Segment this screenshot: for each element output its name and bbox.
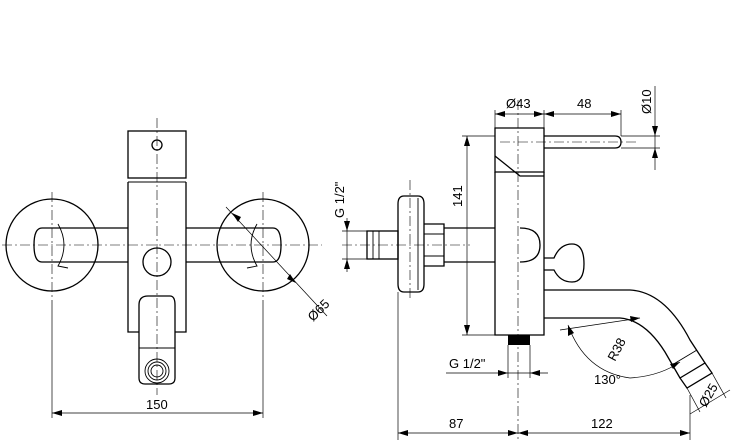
dimension-label-inlet-thread: G 1/2" [332, 181, 347, 218]
arrowhead [253, 410, 263, 416]
arrowhead [680, 430, 690, 436]
dimension-label-R38: R38 [604, 335, 628, 363]
dimension-label-43: Ø43 [506, 96, 531, 111]
spout-band [671, 349, 698, 366]
dimension-label-outlet-thread: G 1/2" [449, 356, 486, 371]
rosette-side [397, 195, 425, 293]
arrowhead [611, 111, 621, 117]
dimension-label-122: 122 [591, 416, 613, 431]
cartridge-housing [494, 127, 545, 173]
arrowhead [534, 111, 544, 117]
dimension-label-48: 48 [577, 96, 591, 111]
arrowhead [530, 370, 540, 376]
arrowhead [495, 111, 505, 117]
dimension-label-87: 87 [449, 416, 463, 431]
radius-leader [559, 317, 641, 331]
right-arm-bend [246, 223, 258, 269]
nut [424, 223, 445, 267]
left-rosette [5, 198, 99, 292]
arrowhead [344, 259, 350, 269]
lever-cap [127, 130, 187, 179]
outlet-thread [508, 335, 530, 345]
side-view: Ø43 48 Ø10 141 G 1/2" G 1/2" R38 [332, 86, 731, 440]
lever-screw [151, 139, 163, 151]
arrowhead [568, 325, 574, 336]
arrowhead [544, 111, 554, 117]
aerator-inner [150, 364, 164, 378]
arrowhead [652, 126, 658, 136]
arrowhead [287, 274, 296, 283]
arrowhead [464, 136, 470, 146]
aerator-outer [144, 358, 170, 384]
diverter-knob-side [544, 243, 585, 283]
leader-line-65 [225, 206, 328, 317]
arrowhead [344, 221, 350, 231]
body-side [494, 172, 545, 336]
mixer-body [127, 182, 187, 333]
arrowhead [630, 316, 640, 322]
dimension-label-65: Ø65 [305, 296, 333, 324]
front-view: 150 Ø65 [2, 118, 333, 418]
arrowhead [518, 430, 528, 436]
left-arm [33, 227, 128, 263]
dimension-label-150: 150 [146, 397, 168, 412]
dimension-label-10: Ø10 [639, 89, 654, 114]
arrowhead [670, 362, 680, 369]
inlet-thread-connector [366, 230, 399, 260]
arrowhead [232, 213, 241, 222]
arrowhead [52, 410, 62, 416]
arrowhead [464, 325, 470, 335]
diverter-knob [142, 247, 172, 277]
dimension-label-130: 130° [594, 372, 621, 387]
lever [544, 135, 622, 149]
arrowhead [652, 148, 658, 158]
right-rosette [216, 198, 310, 292]
angle-arc [567, 324, 681, 379]
arm-bend [519, 227, 541, 263]
spout-front [138, 295, 176, 385]
extension-line [686, 387, 701, 413]
arrowhead [508, 430, 518, 436]
left-arm-bend [57, 223, 69, 269]
arrowhead [498, 370, 508, 376]
dimension-label-25: Ø25 [696, 381, 721, 410]
dimension-line-25 [689, 389, 731, 415]
spout-side [544, 289, 706, 379]
dimension-label-141: 141 [450, 185, 465, 207]
housing-chamfer [494, 155, 544, 177]
aerator-mid [147, 361, 167, 381]
inlet-arm [444, 227, 495, 263]
arrowhead [398, 430, 408, 436]
